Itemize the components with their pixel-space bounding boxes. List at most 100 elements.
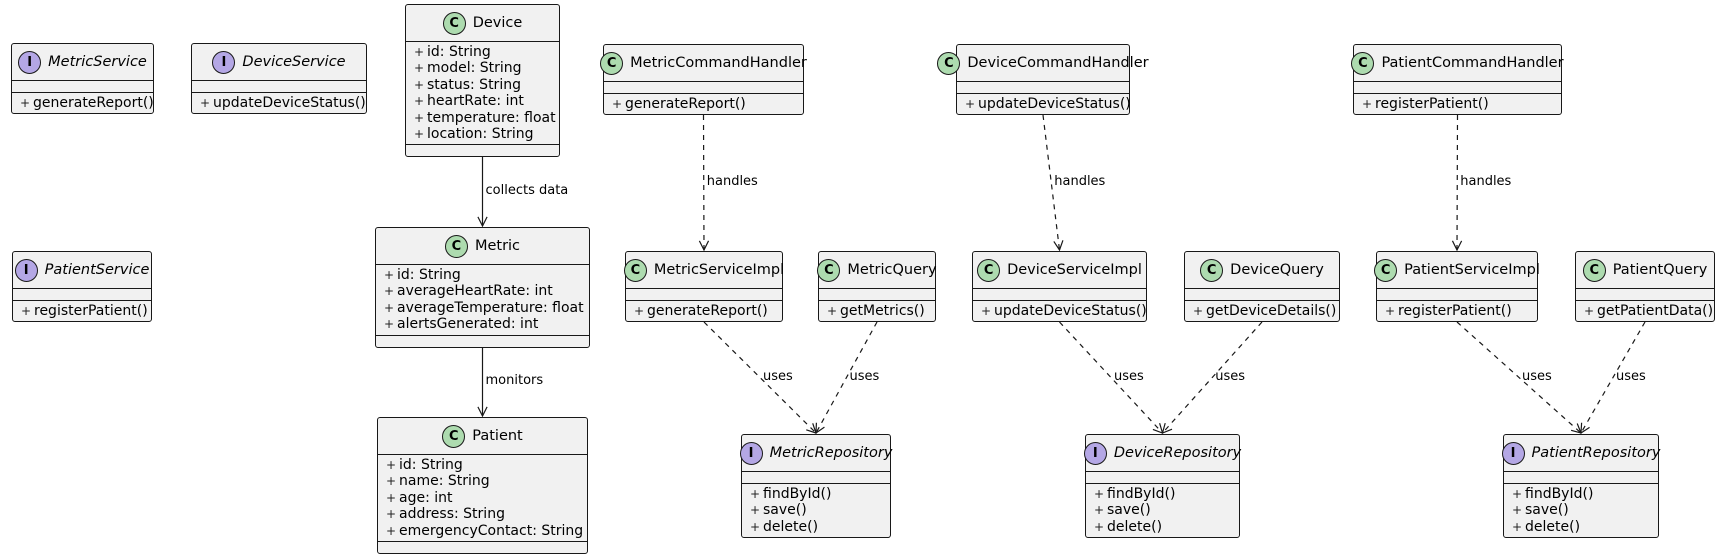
public-visibility-icon: + bbox=[384, 284, 395, 299]
patient-service-impl-attributes bbox=[1377, 289, 1537, 301]
operation-row: +updateDeviceStatus() bbox=[957, 96, 1131, 112]
class-badge-icon: C bbox=[817, 258, 841, 282]
operation-text: getDeviceDetails() bbox=[1206, 303, 1337, 319]
device-service-name: DeviceService bbox=[242, 54, 346, 70]
device-query-to-repo-arrow bbox=[1163, 321, 1263, 433]
metric-operations bbox=[376, 336, 589, 347]
operation-row: +delete() bbox=[1086, 519, 1239, 535]
attribute-row: +heartRate: int bbox=[406, 93, 559, 109]
attribute-text: averageHeartRate: int bbox=[397, 283, 553, 300]
metric-query-attributes bbox=[819, 289, 935, 301]
attribute-row: +temperature: float bbox=[406, 110, 559, 126]
attribute-row: +age: int bbox=[378, 490, 587, 506]
attribute-text: model: String bbox=[427, 60, 522, 77]
metric-service-operations: +generateReport() bbox=[12, 93, 154, 113]
device-command-handler-name: DeviceCommandHandler bbox=[967, 55, 1149, 71]
patient-service-impl-name: PatientServiceImpl bbox=[1404, 262, 1540, 278]
interface-badge-icon: I bbox=[739, 441, 763, 465]
operation-row: +updateDeviceStatus() bbox=[192, 95, 366, 111]
operation-text: getMetrics() bbox=[840, 303, 925, 319]
metric-name: Metric bbox=[474, 238, 521, 254]
public-visibility-icon: + bbox=[1584, 304, 1595, 318]
metric-handler-to-impl-label: handles bbox=[706, 173, 758, 189]
class-badge-icon: C bbox=[1200, 258, 1224, 282]
public-visibility-icon: + bbox=[750, 519, 761, 534]
metric-query-name: MetricQuery bbox=[847, 262, 937, 278]
interface-badge-icon: I bbox=[212, 50, 236, 74]
public-visibility-icon: + bbox=[1193, 304, 1204, 318]
attribute-row: +averageHeartRate: int bbox=[376, 283, 589, 299]
device-service-attributes bbox=[192, 81, 366, 93]
public-visibility-icon: + bbox=[1385, 304, 1396, 318]
device-repository-operations: +findById()+save()+delete() bbox=[1086, 484, 1239, 537]
public-visibility-icon: + bbox=[1094, 519, 1105, 534]
operation-text: delete() bbox=[1525, 518, 1581, 535]
attribute-text: averageTemperature: float bbox=[397, 299, 584, 316]
attribute-text: location: String bbox=[427, 126, 534, 143]
patient-service-impl-header: C PatientServiceImpl bbox=[1374, 252, 1540, 289]
patient-attributes: +id: String+name: String+age: int+addres… bbox=[378, 455, 587, 543]
device-repository-interface-box: I DeviceRepository +findById()+save()+dele… bbox=[1083, 434, 1242, 539]
public-visibility-icon: + bbox=[414, 127, 425, 142]
attribute-text: id: String bbox=[427, 44, 491, 60]
class-badge-icon: C bbox=[600, 51, 624, 75]
attribute-text: temperature: float bbox=[427, 109, 556, 126]
operation-row: +registerPatient() bbox=[1354, 96, 1561, 112]
operation-text: findById() bbox=[1525, 486, 1594, 502]
attribute-row: +alertsGenerated: int bbox=[376, 316, 589, 332]
operation-text: registerPatient() bbox=[34, 303, 148, 319]
public-visibility-icon: + bbox=[414, 61, 425, 76]
attribute-row: +id: String bbox=[378, 457, 587, 473]
public-visibility-icon: + bbox=[612, 97, 623, 111]
operation-row: +getMetrics() bbox=[819, 303, 935, 319]
operation-row: +findById() bbox=[1504, 486, 1658, 502]
device-command-handler-operations: +updateDeviceStatus() bbox=[957, 94, 1131, 114]
patient-repository-operations: +findById()+save()+delete() bbox=[1504, 484, 1658, 537]
patient-query-to-repo-label: uses bbox=[1616, 368, 1646, 384]
attribute-text: emergencyContact: String bbox=[399, 522, 584, 539]
patient-service-operations: +registerPatient() bbox=[13, 301, 151, 321]
public-visibility-icon: + bbox=[386, 474, 397, 489]
operation-text: delete() bbox=[763, 518, 819, 535]
attribute-row: +location: String bbox=[406, 126, 559, 142]
patient-query-operations: +getPatientData() bbox=[1576, 301, 1714, 321]
attribute-text: heartRate: int bbox=[427, 93, 524, 110]
operation-row: +findById() bbox=[742, 486, 890, 502]
metric-service-impl-operations: +generateReport() bbox=[626, 301, 782, 321]
metric-command-handler-operations: +generateReport() bbox=[604, 94, 803, 114]
public-visibility-icon: + bbox=[827, 304, 838, 318]
attribute-row: +address: String bbox=[378, 506, 587, 522]
interface-badge-icon: I bbox=[1083, 441, 1107, 465]
public-visibility-icon: + bbox=[386, 490, 397, 505]
metric-query-to-repo-label: uses bbox=[849, 368, 880, 384]
device-query-name: DeviceQuery bbox=[1230, 262, 1324, 278]
attribute-text: status: String bbox=[427, 76, 521, 93]
class-badge-icon: C bbox=[1374, 258, 1398, 282]
metric-impl-to-repo-arrow bbox=[703, 321, 816, 433]
operation-text: updateDeviceStatus() bbox=[994, 303, 1147, 319]
patient-handler-to-impl-arrow bbox=[1457, 114, 1458, 250]
metric-handler-to-impl-arrow bbox=[704, 114, 705, 250]
device-repository-name: DeviceRepository bbox=[1113, 445, 1242, 461]
operation-row: +delete() bbox=[1504, 519, 1658, 535]
metric-service-impl-name: MetricServiceImpl bbox=[653, 262, 785, 278]
attribute-text: name: String bbox=[399, 473, 490, 490]
device-query-operations: +getDeviceDetails() bbox=[1185, 301, 1339, 321]
patient-query-name: PatientQuery bbox=[1612, 262, 1708, 278]
public-visibility-icon: + bbox=[1094, 503, 1105, 518]
public-visibility-icon: + bbox=[1512, 487, 1523, 501]
patient-repository-attributes bbox=[1504, 472, 1658, 484]
device-service-header: I DeviceService bbox=[192, 44, 366, 81]
